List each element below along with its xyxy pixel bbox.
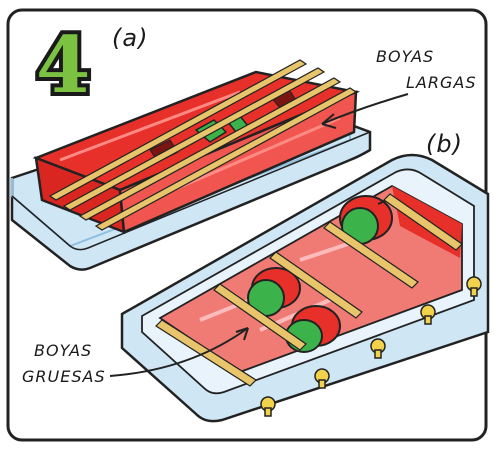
panel-a-label: (a) (112, 24, 148, 52)
svg-text:4: 4 (36, 20, 90, 111)
peg (261, 397, 275, 416)
panel-b-label: (b) (426, 130, 463, 158)
step-number: 4 4 (36, 20, 90, 111)
svg-text:LARGAS: LARGAS (406, 73, 476, 92)
svg-text:GRUESAS: GRUESAS (22, 367, 106, 386)
svg-text:BOYAS: BOYAS (376, 47, 434, 66)
svg-text:BOYAS: BOYAS (34, 341, 92, 360)
